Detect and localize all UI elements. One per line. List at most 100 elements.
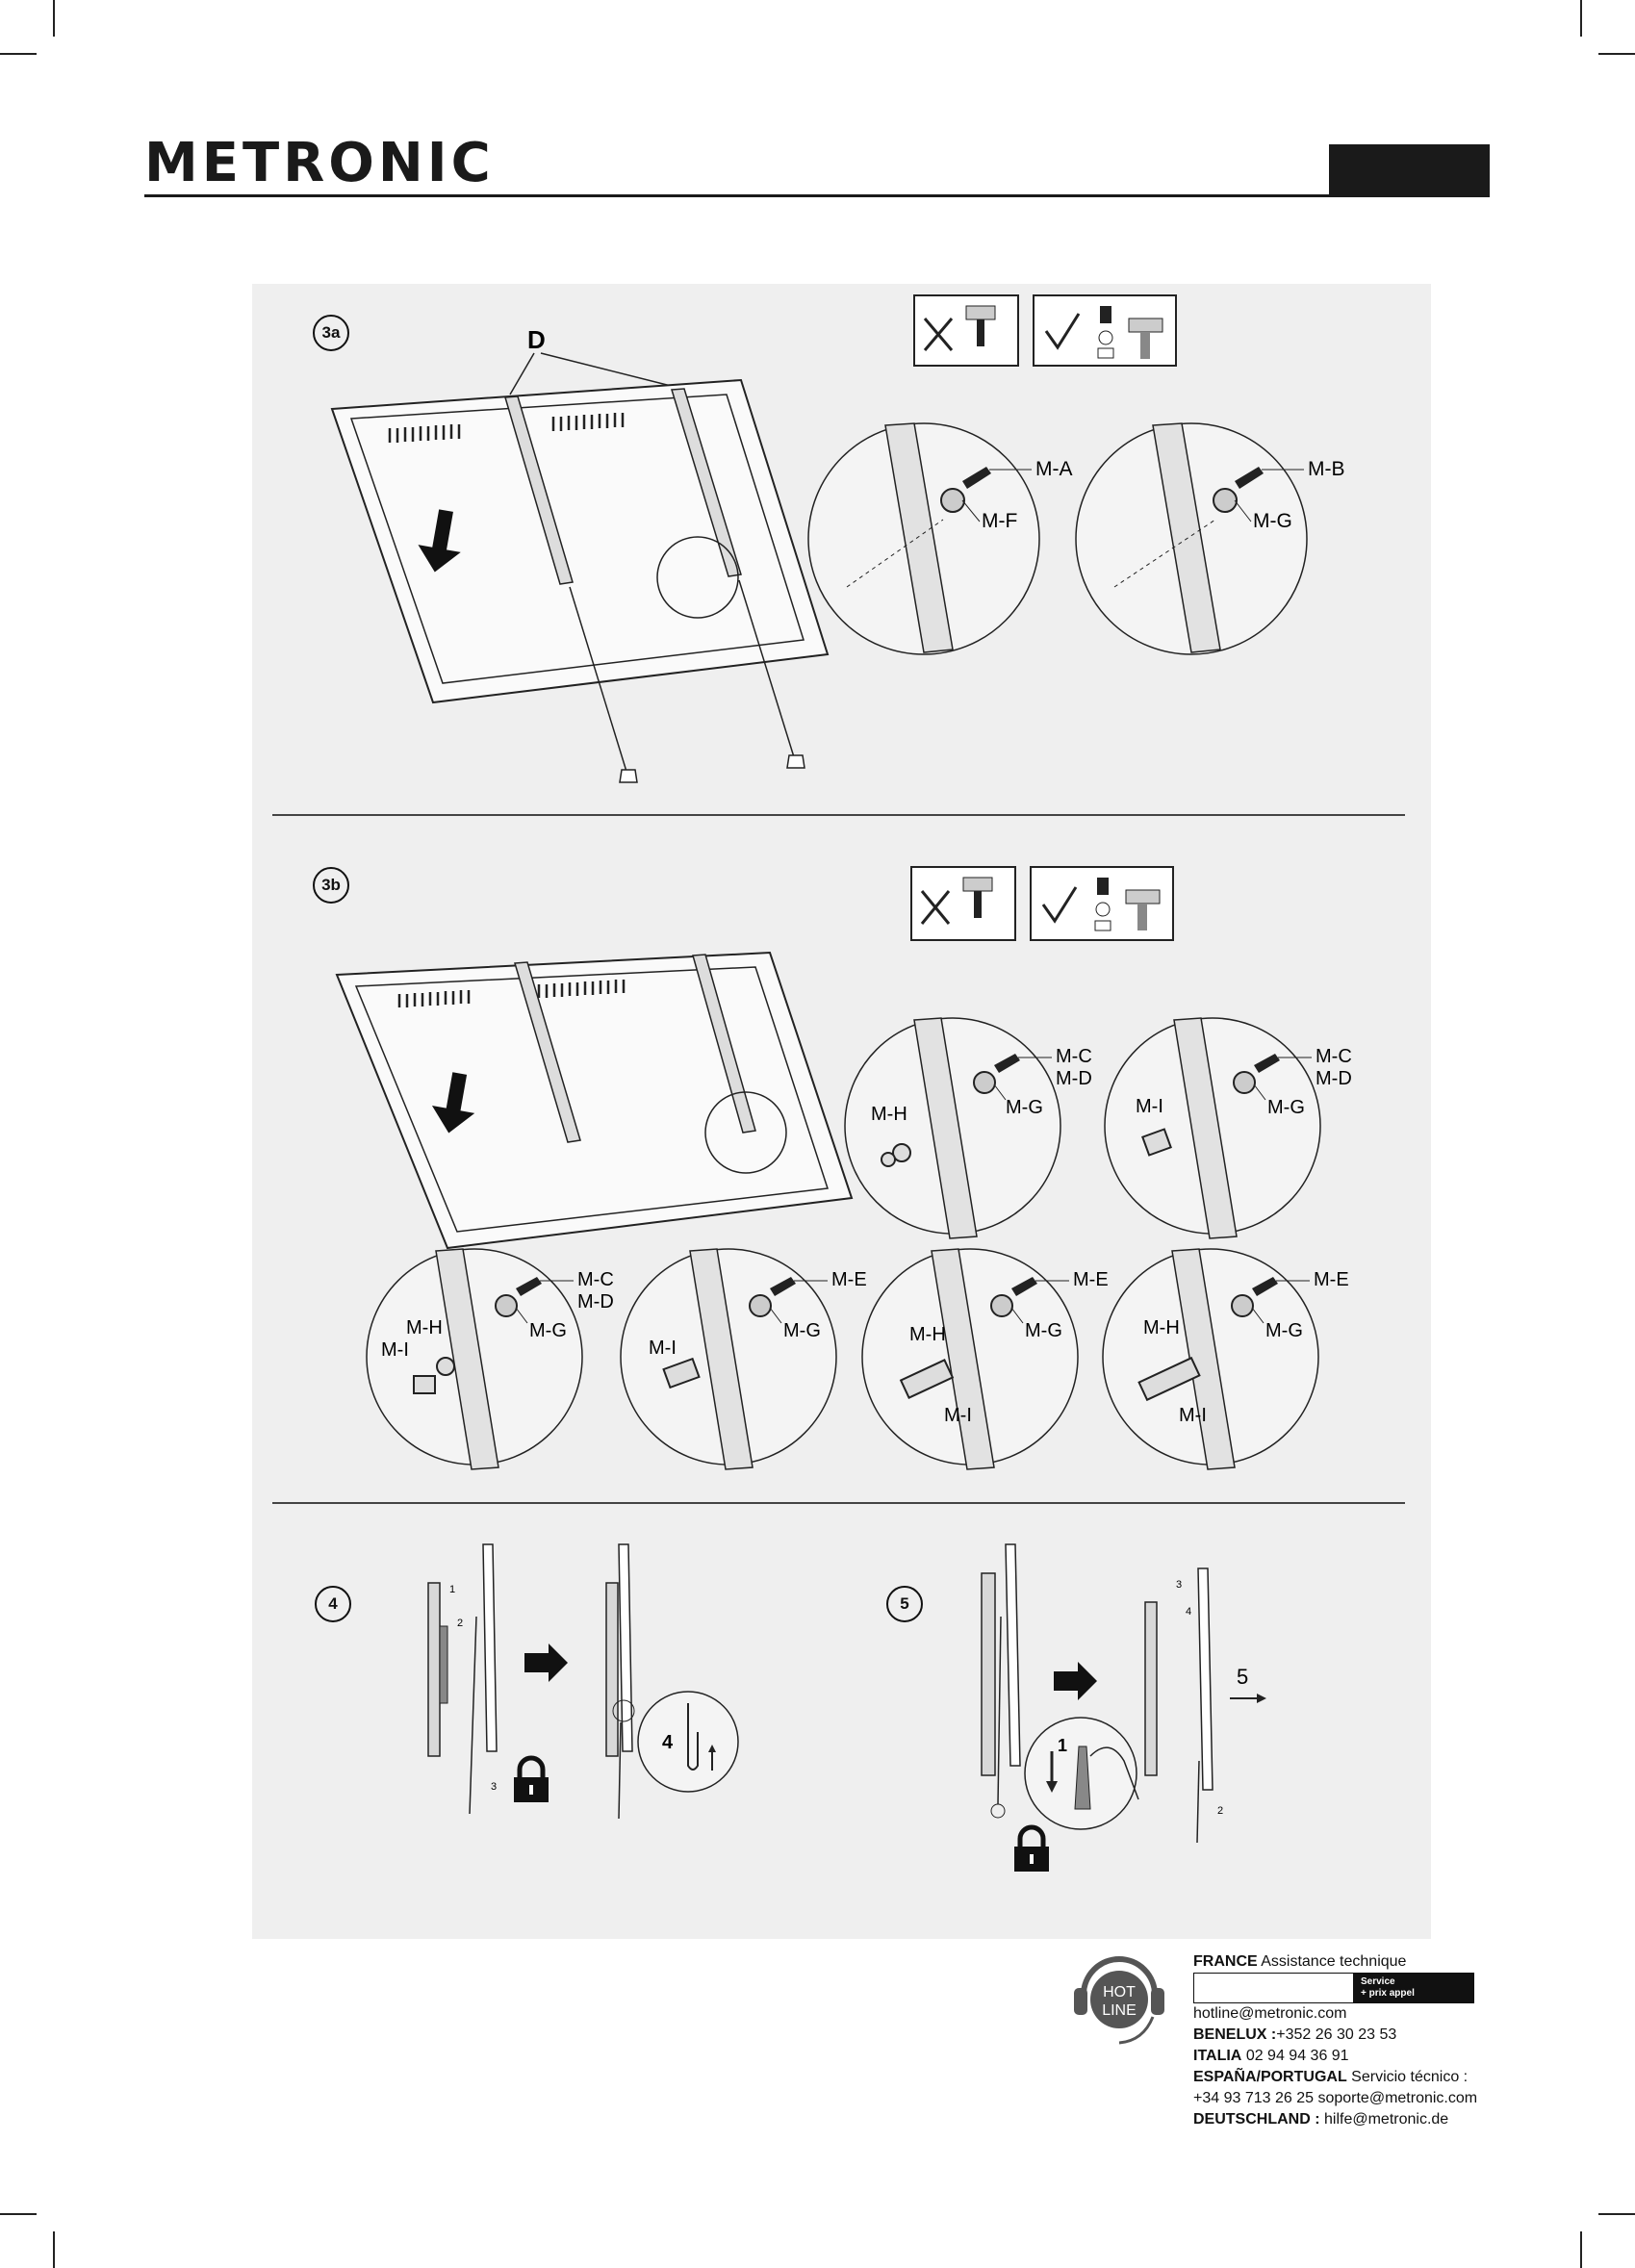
service-tag-line: + prix appel bbox=[1361, 1988, 1415, 1999]
callout-label: M-G bbox=[1025, 1320, 1062, 1341]
callout-label: M-B bbox=[1308, 458, 1345, 480]
crop-mark bbox=[53, 0, 55, 37]
espana-line: ESPAÑA/PORTUGAL Servicio técnico : bbox=[1193, 2067, 1477, 2088]
step-number: 4 bbox=[1186, 1606, 1191, 1618]
hotline-text: HOT bbox=[1103, 1984, 1136, 2000]
bracket-label-d: D bbox=[527, 325, 546, 354]
deutschland-line: DEUTSCHLAND : hilfe@metronic.de bbox=[1193, 2109, 1477, 2130]
espana-text: Servicio técnico : bbox=[1351, 2069, 1469, 2085]
callout-label: M-G bbox=[529, 1320, 567, 1341]
detail-circle-3b-5: M-E M-H M-G M-I bbox=[861, 1248, 1109, 1470]
espana-contact: +34 93 713 26 25 soporte@metronic.com bbox=[1193, 2090, 1478, 2106]
detail-circle-3b-1: M-C M-D M-H M-G bbox=[844, 1017, 1092, 1239]
crop-mark bbox=[1580, 2231, 1582, 2268]
detail-circle-3a-2: M-B M-G bbox=[1075, 422, 1345, 655]
support-contacts: FRANCE Assistance technique hotline@metr… bbox=[1193, 1951, 1477, 2130]
step-badge-5: 5 bbox=[886, 1586, 923, 1622]
callout-label: M-I bbox=[649, 1338, 677, 1359]
step-number: 1 bbox=[449, 1584, 455, 1595]
callout-label: M-I bbox=[1179, 1405, 1207, 1426]
benelux-line: BENELUX :+352 26 30 23 53 bbox=[1193, 2025, 1477, 2046]
header-block bbox=[1329, 144, 1490, 197]
step-number: 3 bbox=[491, 1781, 497, 1793]
callout-label: M-C bbox=[1056, 1046, 1092, 1067]
step-badge-4: 4 bbox=[315, 1586, 351, 1622]
italia-label: ITALIA bbox=[1193, 2048, 1242, 2064]
header-rule bbox=[144, 194, 1490, 197]
step-4-detail-circle: 4 bbox=[637, 1691, 739, 1793]
france-text: Assistance technique bbox=[1261, 1953, 1407, 1970]
crop-mark bbox=[53, 2231, 55, 2268]
detail-circle-3b-6: M-E M-H M-G M-I bbox=[1102, 1248, 1349, 1470]
hotline-badge: HOT LINE bbox=[1074, 1956, 1164, 2045]
detail-number: 4 bbox=[662, 1732, 674, 1753]
callout-label: M-C bbox=[577, 1269, 614, 1290]
callout-label: M-D bbox=[577, 1291, 614, 1312]
service-number-box: Service + prix appel bbox=[1193, 1973, 1474, 2003]
callout-label: M-I bbox=[1136, 1096, 1163, 1117]
section-divider bbox=[272, 1502, 1405, 1504]
step-badge-3a: 3a bbox=[313, 315, 349, 351]
italia-line: ITALIA 02 94 94 36 91 bbox=[1193, 2046, 1477, 2067]
callout-label: M-F bbox=[982, 510, 1017, 532]
callout-label: M-G bbox=[1267, 1097, 1305, 1118]
callout-label: M-I bbox=[944, 1405, 972, 1426]
crop-mark bbox=[1598, 53, 1635, 55]
service-tag: Service + prix appel bbox=[1353, 1974, 1473, 2002]
callout-label: M-A bbox=[1035, 458, 1073, 480]
crop-mark bbox=[0, 53, 37, 55]
step-number: 3 bbox=[1176, 1579, 1182, 1591]
detail-circle-3b-3: M-C M-D M-H M-I M-G bbox=[366, 1248, 614, 1470]
step-number: 2 bbox=[1217, 1805, 1223, 1817]
callout-label: M-E bbox=[831, 1269, 867, 1290]
france-label: FRANCE bbox=[1193, 1953, 1258, 1970]
detail-circle-3a-1: M-A M-F bbox=[807, 422, 1073, 655]
correct-fastening-icon bbox=[1033, 294, 1177, 367]
step-5-detail-circle: 1 bbox=[1024, 1717, 1139, 1830]
espana-label: ESPAÑA/PORTUGAL bbox=[1193, 2069, 1347, 2085]
detail-circle-3b-2: M-C M-D M-I M-G bbox=[1104, 1017, 1352, 1239]
crop-mark bbox=[1580, 0, 1582, 37]
service-tag-line: Service bbox=[1361, 1976, 1395, 1987]
callout-label: M-G bbox=[1253, 510, 1292, 532]
wrong-fastening-icon bbox=[913, 294, 1019, 367]
callout-label: M-D bbox=[1316, 1068, 1352, 1089]
crop-mark bbox=[1598, 2213, 1635, 2215]
detail-number: 1 bbox=[1058, 1736, 1067, 1755]
lock-icon bbox=[1014, 1824, 1049, 1872]
detail-circle-3b-4: M-E M-I M-G bbox=[620, 1248, 867, 1470]
callout-label: M-G bbox=[1265, 1320, 1303, 1341]
deutschland-text: hilfe@metronic.de bbox=[1324, 2111, 1449, 2128]
deutschland-label: DEUTSCHLAND : bbox=[1193, 2111, 1320, 2128]
callout-label: M-D bbox=[1056, 1068, 1092, 1089]
wrong-fastening-icon bbox=[910, 866, 1016, 941]
callout-label: M-H bbox=[909, 1324, 946, 1345]
crop-mark bbox=[0, 2213, 37, 2215]
benelux-text: +352 26 30 23 53 bbox=[1276, 2026, 1397, 2043]
lock-icon bbox=[514, 1755, 549, 1802]
callout-label: M-I bbox=[381, 1339, 409, 1361]
callout-label: M-C bbox=[1316, 1046, 1352, 1067]
callout-label: M-G bbox=[783, 1320, 821, 1341]
callout-label: M-H bbox=[871, 1104, 907, 1125]
brand-logo: METRONIC bbox=[144, 132, 495, 194]
tv-illustration-3a: D bbox=[330, 325, 830, 783]
step-number: 5 bbox=[1237, 1665, 1248, 1689]
tv-illustration-3b bbox=[335, 951, 854, 1250]
callout-label: M-E bbox=[1073, 1269, 1109, 1290]
hotline-text: LINE bbox=[1102, 2002, 1137, 2019]
hotline-email: hotline@metronic.com bbox=[1193, 2005, 1347, 2022]
section-divider bbox=[272, 814, 1405, 816]
italia-text: 02 94 94 36 91 bbox=[1245, 2048, 1349, 2064]
step-badge-3b: 3b bbox=[313, 867, 349, 904]
step-4-illustration: 1 2 3 bbox=[427, 1543, 635, 1820]
callout-label: M-H bbox=[1143, 1317, 1180, 1338]
callout-label: M-G bbox=[1006, 1097, 1043, 1118]
step-number: 2 bbox=[457, 1618, 463, 1629]
step-5-illustration: 3 4 5 2 bbox=[981, 1543, 1266, 1844]
callout-label: M-E bbox=[1314, 1269, 1349, 1290]
callout-label: M-H bbox=[406, 1317, 443, 1338]
correct-fastening-icon bbox=[1030, 866, 1174, 941]
france-line: FRANCE Assistance technique bbox=[1193, 1951, 1477, 1973]
benelux-label: BENELUX : bbox=[1193, 2026, 1277, 2043]
